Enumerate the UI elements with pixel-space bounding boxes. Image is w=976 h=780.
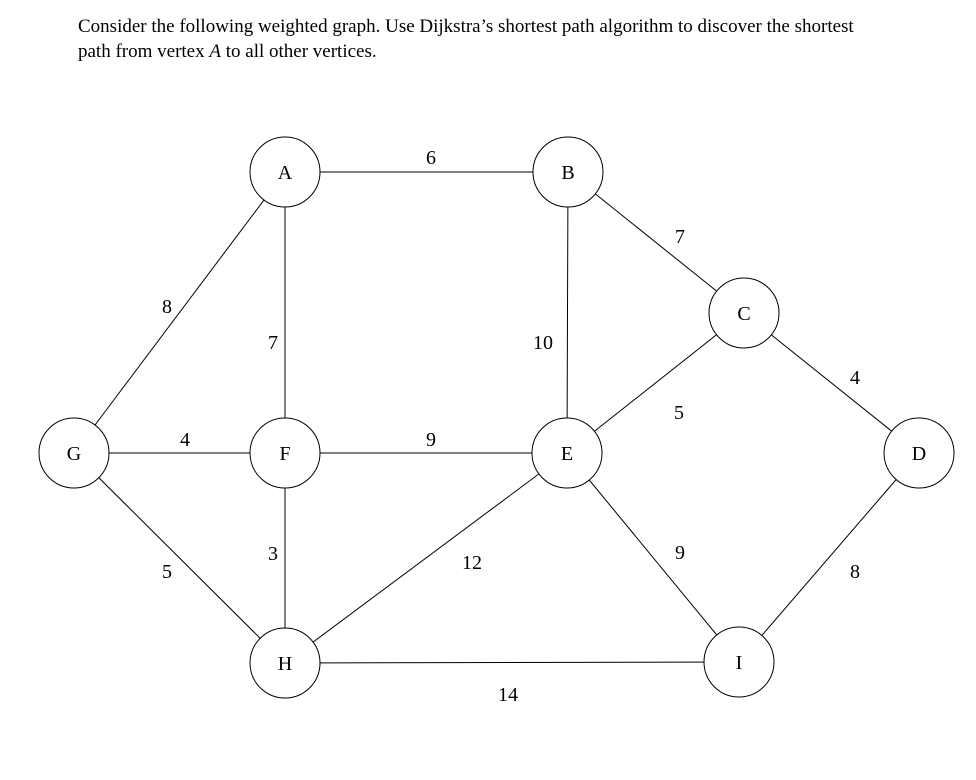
nodes-layer: A B C D E F G H I — [38, 136, 955, 699]
vertex-circle-h — [249, 627, 321, 699]
edge-d-i — [738, 452, 920, 663]
edge-h-i — [284, 661, 740, 664]
vertex-f: F — [249, 417, 321, 489]
vertex-label-h: H — [278, 653, 292, 675]
vertex-d: D — [883, 417, 955, 489]
vertex-label-a: A — [278, 162, 293, 184]
vertex-circle-a — [249, 136, 321, 208]
edge-weight-a-f: 7 — [268, 332, 278, 354]
vertex-label-b: B — [561, 162, 574, 184]
vertex-g: G — [38, 417, 110, 489]
edge-weight-e-h: 12 — [462, 552, 482, 574]
edge-weight-g-h: 5 — [162, 561, 172, 583]
problem-line-2: path from vertex A to all other vertices… — [78, 39, 958, 64]
edge-weight-b-e: 10 — [533, 332, 553, 354]
vertex-circle-i — [703, 626, 775, 698]
vertex-circle-f — [249, 417, 321, 489]
vertex-label-c: C — [737, 303, 750, 325]
vertex-label-e: E — [561, 443, 573, 465]
edge-weight-e-i: 9 — [675, 542, 685, 564]
vertex-circle-b — [532, 136, 604, 208]
edge-weight-h-i: 14 — [498, 684, 518, 706]
problem-statement: Consider the following weighted graph. U… — [78, 14, 958, 64]
problem-line-2-prefix: path from vertex — [78, 41, 210, 62]
vertex-c: C — [708, 277, 780, 349]
vertex-circle-c — [708, 277, 780, 349]
edge-weight-f-e: 9 — [426, 429, 436, 451]
edge-b-e — [566, 171, 569, 454]
vertex-i: I — [703, 626, 775, 698]
problem-line-2-suffix: to all other vertices. — [220, 41, 377, 62]
vertex-b: B — [532, 136, 604, 208]
edge-weights-layer: 6 7 8 7 10 4 5 4 9 5 3 12 9 8 14 — [162, 147, 860, 706]
edge-e-i — [566, 452, 740, 663]
edge-a-g — [73, 171, 286, 454]
edge-weight-d-i: 8 — [850, 561, 860, 583]
edge-g-h — [73, 452, 286, 664]
edge-weight-c-d: 4 — [850, 367, 860, 389]
edges-layer — [73, 171, 920, 664]
edge-weight-f-h: 3 — [268, 543, 278, 565]
edge-c-d — [743, 312, 920, 454]
vertex-label-g: G — [67, 443, 81, 465]
edge-weight-a-b: 6 — [426, 147, 436, 169]
vertex-label-i: I — [736, 652, 743, 674]
start-vertex-label: A — [209, 41, 221, 62]
edge-weight-b-c: 7 — [675, 226, 685, 248]
edge-weight-g-f: 4 — [180, 429, 190, 451]
vertex-e: E — [531, 417, 603, 489]
problem-line-1: Consider the following weighted graph. U… — [78, 16, 854, 37]
edge-c-e — [566, 312, 745, 454]
edge-weight-c-e: 5 — [674, 402, 684, 424]
vertex-circle-d — [883, 417, 955, 489]
vertex-a: A — [249, 136, 321, 208]
vertex-h: H — [249, 627, 321, 699]
vertex-label-f: F — [279, 443, 290, 465]
edge-weight-a-g: 8 — [162, 296, 172, 318]
vertex-label-d: D — [912, 443, 926, 465]
edge-e-h — [284, 452, 568, 664]
vertex-circle-e — [531, 417, 603, 489]
edge-b-c — [567, 171, 745, 314]
vertex-circle-g — [38, 417, 110, 489]
